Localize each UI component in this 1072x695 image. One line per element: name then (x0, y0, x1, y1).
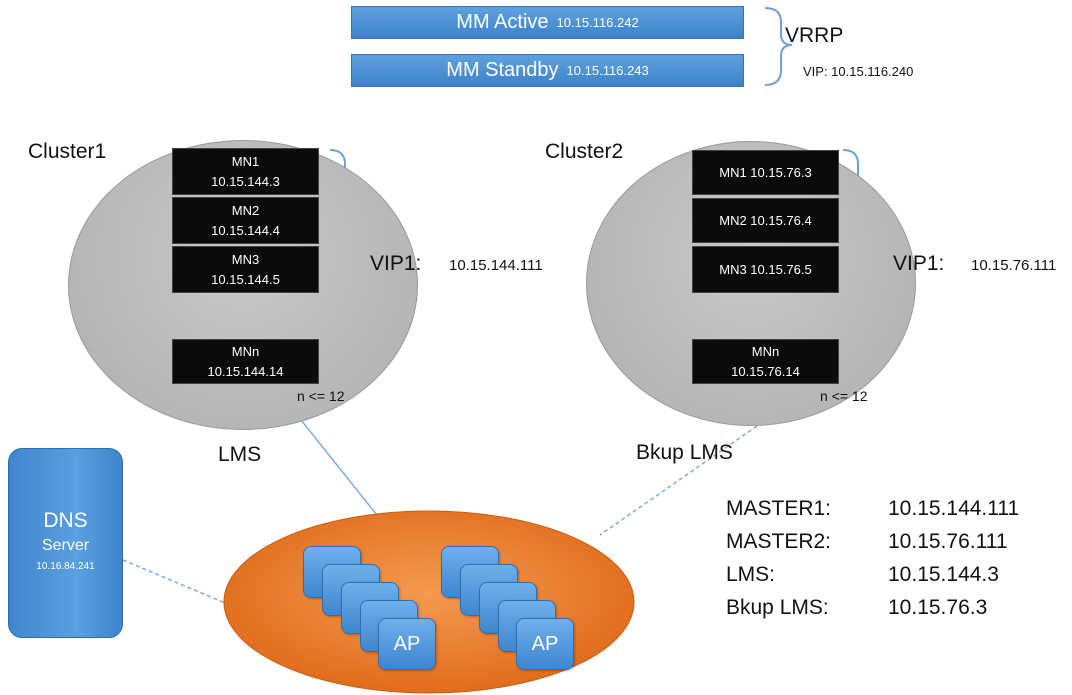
cluster2-node-mn3: MN3 10.15.76.5 (692, 246, 839, 293)
node-label: MN3 10.15.76.5 (719, 261, 812, 277)
cluster2-title: Cluster2 (545, 140, 624, 163)
cluster1-node-mnn: MNn 10.15.144.14 (172, 339, 319, 384)
node-name: MNn (231, 343, 260, 359)
mm-standby-name: MM Standby (446, 59, 559, 81)
node-ip: 10.15.144.14 (207, 363, 284, 379)
lms-label: LMS (218, 443, 262, 466)
node-name: MNn (751, 343, 780, 359)
cluster1-node-mn2: MN2 10.15.144.4 (172, 197, 319, 244)
legend-value: 10.15.144.111 (888, 497, 1020, 520)
cluster1-title: Cluster1 (28, 140, 107, 163)
node-ip: 10.15.144.4 (211, 222, 280, 238)
dns-title: DNS (43, 509, 88, 532)
node-ip: 10.15.144.3 (211, 173, 280, 189)
mm-active-ip: 10.15.116.242 (556, 15, 639, 30)
cluster2-node-mn1: MN1 10.15.76.3 (692, 150, 839, 195)
legend-value: 10.15.76.3 (888, 596, 988, 619)
cluster1-vip-ip: 10.15.144.111 (449, 257, 543, 274)
mm-active-name: MM Active (456, 11, 549, 33)
legend-value: 10.15.144.3 (888, 563, 999, 586)
node-ip: 10.15.144.5 (211, 271, 280, 287)
mm-standby-ip: 10.15.116.243 (566, 63, 649, 78)
mm-active-bar: MM Active 10.15.116.242 (351, 6, 744, 39)
dns-server: DNS Server 10.16.84.241 (8, 448, 123, 638)
cluster1-node-mn1: MN1 10.15.144.3 (172, 148, 319, 195)
cluster1-vip-label: VIP1: (370, 252, 422, 275)
legend-row: MASTER1: 10.15.144.111 (726, 497, 1019, 521)
legend-key: MASTER2: (726, 530, 832, 553)
cluster2-node-mn2: MN2 10.15.76.4 (692, 198, 839, 243)
legend-row: LMS: 10.15.144.3 (726, 563, 999, 587)
legend-key: Bkup LMS: (726, 596, 829, 619)
node-ip: 10.15.76.14 (731, 363, 800, 379)
cluster2-node-mnn: MNn 10.15.76.14 (692, 339, 839, 384)
legend-row: MASTER2: 10.15.76.111 (726, 530, 1008, 554)
dns-subtitle: Server (41, 537, 90, 554)
dns-link (122, 559, 231, 606)
legend-key: MASTER1: (726, 497, 832, 520)
legend-key: LMS: (726, 563, 776, 586)
bkup-lms-label: Bkup LMS (636, 441, 733, 464)
ap-icon: AP (516, 618, 574, 670)
mm-standby-bar: MM Standby 10.15.116.243 (351, 54, 744, 87)
vrrp-bracket (764, 7, 793, 86)
legend-value: 10.15.76.111 (888, 530, 1008, 553)
dns-ip: 10.16.84.241 (36, 561, 95, 572)
node-name: MN1 (231, 153, 260, 169)
bkup-lms-link (599, 409, 781, 536)
cluster2-vip-ip: 10.15.76.111 (971, 257, 1057, 274)
vrrp-label: VRRP (785, 24, 844, 47)
cluster2-limit: n <= 12 (820, 388, 868, 404)
cluster1-limit: n <= 12 (297, 388, 345, 404)
node-name: MN2 (231, 202, 260, 218)
ap-label: AP (531, 632, 559, 655)
ap-label: AP (393, 632, 421, 655)
legend-row: Bkup LMS: 10.15.76.3 (726, 596, 987, 620)
node-label: MN1 10.15.76.3 (719, 164, 812, 180)
lms-link (296, 414, 386, 526)
cluster2-vip-label: VIP1: (893, 252, 945, 275)
node-label: MN2 10.15.76.4 (719, 212, 812, 228)
cluster1-node-mn3: MN3 10.15.144.5 (172, 246, 319, 293)
mm-vip-label: VIP: 10.15.116.240 (803, 64, 914, 79)
ap-icon: AP (378, 618, 436, 670)
node-name: MN3 (231, 251, 260, 267)
